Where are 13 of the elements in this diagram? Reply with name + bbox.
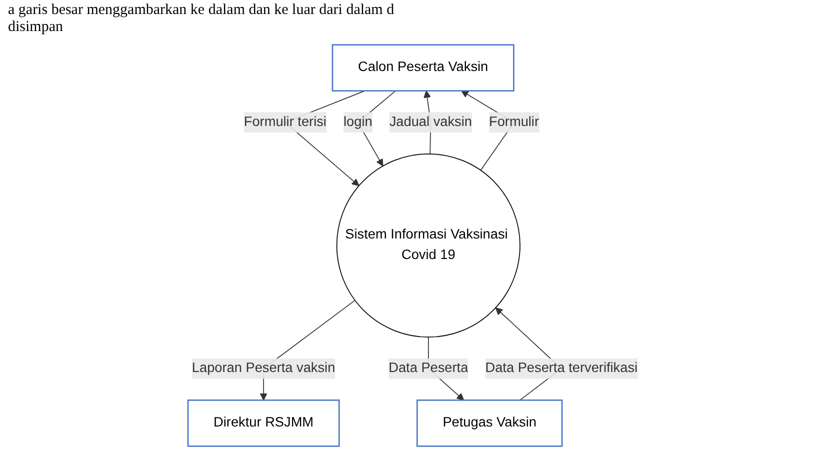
edge-label: Data Peserta terverifikasi [485, 360, 638, 376]
edge-label: Laporan Peserta vaksin [192, 360, 336, 376]
edge-label: Data Peserta [388, 360, 468, 376]
edge-label: Formulir [489, 114, 540, 130]
node-box: Petugas Vaksin [416, 400, 563, 447]
edge-label: Formulir terisi [244, 114, 327, 130]
node-box: Direktur RSJMM [188, 400, 340, 447]
node-circle: Sistem Informasi Vaksinasi Covid 19 [336, 153, 521, 338]
node-box: Calon Peserta Vaksin [332, 44, 515, 92]
text-line: a garis besar menggambarkan ke dalam dan ke luar dari dalam d [8, 2, 396, 19]
text-line: disimpan [8, 19, 64, 36]
edge-label: Jadual vaksin [390, 114, 472, 130]
edge-label: login [344, 114, 373, 130]
